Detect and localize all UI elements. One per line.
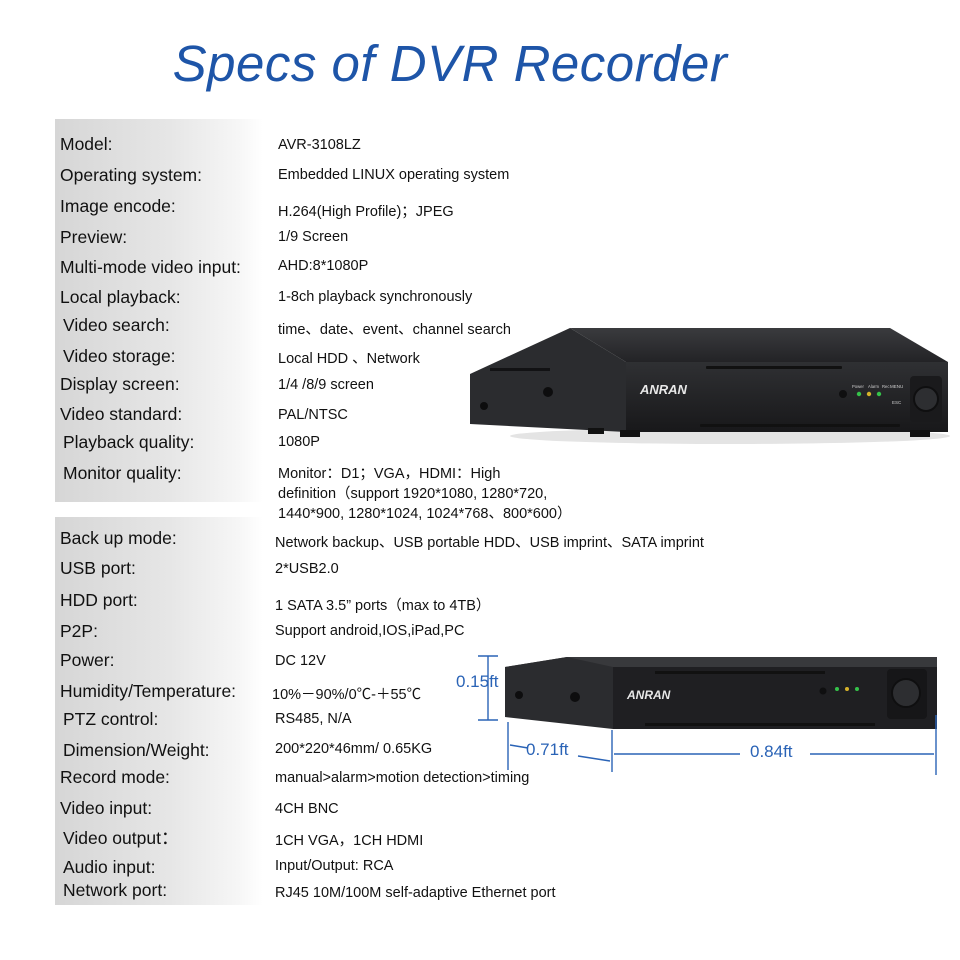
spec-label: Video output： <box>63 828 179 848</box>
spec-label-panel-bottom <box>55 517 263 905</box>
spec-label: Display screen: <box>60 374 180 394</box>
spec-value: 1 SATA 3.5” ports（max to 4TB） <box>275 598 491 614</box>
spec-label: Playback quality: <box>63 432 195 452</box>
brand-logo-small: ANRAN <box>626 688 671 702</box>
spec-label: Model: <box>60 134 113 154</box>
spec-value: Local HDD 、Network <box>278 351 420 367</box>
spec-value: DC 12V <box>275 653 326 669</box>
spec-label: Video standard: <box>60 404 183 424</box>
spec-label: Power: <box>60 650 115 670</box>
dvr-device-photo-top: ANRAN MENU ESC Power Alarm Rec <box>470 328 950 444</box>
spec-label: Image encode: <box>60 196 176 216</box>
spec-value: 200*220*46mm/ 0.65KG <box>275 741 433 757</box>
spec-label: Monitor quality: <box>63 463 182 483</box>
spec-label: PTZ control: <box>63 709 159 729</box>
spec-value: manual>alarm>motion detection>timing <box>275 770 530 786</box>
spec-label: Preview: <box>60 227 128 247</box>
height-dimension: 0.15ft <box>456 672 499 691</box>
page-title: Specs of DVR Recorder <box>172 35 728 92</box>
spec-label: Video storage: <box>63 346 176 366</box>
dvr-device-photo-dimensions: ANRAN <box>505 657 937 729</box>
width-dimension: 0.84ft <box>750 742 793 761</box>
spec-value: AVR-3108LZ <box>278 137 361 153</box>
spec-value: 1080P <box>278 434 320 450</box>
spec-label: USB port: <box>60 558 136 578</box>
spec-value: Input/Output: RCA <box>275 858 394 874</box>
spec-label: HDD port: <box>60 590 138 610</box>
spec-value: 1/4 /8/9 screen <box>278 377 374 393</box>
spec-value: RS485, N/A <box>275 711 352 727</box>
spec-value: RJ45 10M/100M self-adaptive Ethernet por… <box>275 885 556 901</box>
spec-label: Humidity/Temperature: <box>60 681 237 701</box>
alarm-label: Alarm <box>868 384 879 389</box>
esc-label: ESC <box>892 400 902 405</box>
spec-label: Local playback: <box>60 287 181 307</box>
brand-logo: ANRAN <box>639 382 688 397</box>
spec-label: Network port: <box>63 880 168 900</box>
depth-dimension: 0.71ft <box>526 740 569 759</box>
spec-label: P2P: <box>60 621 98 641</box>
spec-value: Monitor：D1；VGA，HDMI：High definition（supp… <box>278 466 572 522</box>
rec-label: Rec <box>882 384 889 389</box>
spec-label: Audio input: <box>63 857 156 877</box>
spec-value: time、date、event、channel search <box>278 322 511 338</box>
spec-label: Back up mode: <box>60 528 177 548</box>
spec-value: 2*USB2.0 <box>275 561 339 577</box>
spec-label: Dimension/Weight: <box>63 740 210 760</box>
spec-label: Operating system: <box>60 165 202 185</box>
spec-value: AHD:8*1080P <box>278 258 369 274</box>
spec-value: Network backup、USB portable HDD、USB impr… <box>275 535 704 551</box>
spec-value: 1/9 Screen <box>278 229 349 245</box>
spec-label: Record mode: <box>60 767 170 787</box>
spec-value: 1CH VGA，1CH HDMI <box>275 833 424 849</box>
menu-label: MENU <box>890 384 903 389</box>
spec-value: H.264(High Profile)；JPEG <box>278 204 454 220</box>
spec-value: Support android,IOS,iPad,PC <box>275 623 465 639</box>
power-label: Power <box>852 384 864 389</box>
spec-label: Video input: <box>60 798 153 818</box>
spec-label: Multi-mode video input: <box>60 257 241 277</box>
spec-value: 1-8ch playback synchronously <box>278 289 473 305</box>
spec-value: Embedded LINUX operating system <box>278 167 510 183</box>
spec-value: 10%－90%/0℃-＋55℃ <box>272 687 422 703</box>
spec-value: PAL/NTSC <box>278 407 348 423</box>
spec-label-panel-top <box>55 119 263 502</box>
spec-label: Video search: <box>63 315 170 335</box>
spec-value: 4CH BNC <box>275 801 339 817</box>
